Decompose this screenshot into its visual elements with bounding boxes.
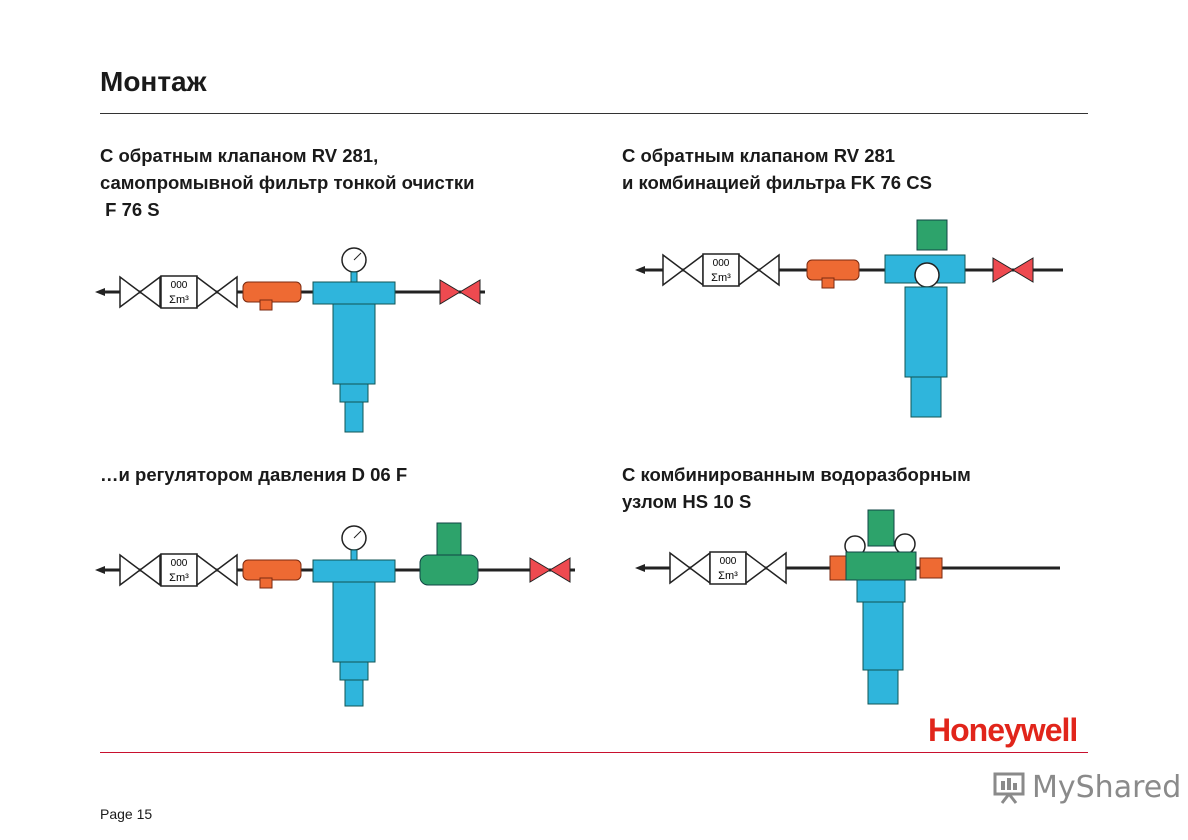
caption-top-left: С обратным клапаном RV 281, самопромывно…: [100, 142, 475, 223]
title-divider: [100, 113, 1088, 114]
caption-line: F 76 S: [100, 199, 160, 220]
caption-bottom-left: …и регулятором давления D 06 F: [100, 461, 407, 488]
water-meter-icon: 000 Σm³: [160, 553, 198, 587]
shutoff-valve-icon: [439, 279, 461, 305]
caption-line: и комбинацией фильтра FK 76 CS: [622, 172, 932, 193]
combined-unit-icon: [829, 509, 943, 705]
caption-line: узлом HS 10 S: [622, 491, 752, 512]
caption-line: С комбинированным водоразборным: [622, 464, 971, 485]
caption-line: С обратным клапаном RV 281,: [100, 145, 379, 166]
filter-combination-icon: [884, 219, 966, 418]
pressure-gauge-icon: [894, 533, 916, 555]
page-number: Page 15: [100, 806, 153, 822]
installation-diagram-d06f: 000 Σm³: [95, 522, 575, 707]
filter-icon: [312, 525, 396, 707]
watermark-text: MyShared: [1032, 770, 1182, 805]
pressure-regulator-icon: [419, 522, 479, 586]
svg-text:Σm³: Σm³: [169, 572, 189, 584]
shutoff-valve-icon: [119, 275, 142, 309]
pressure-gauge-icon: [914, 262, 940, 288]
water-meter-icon: 000 Σm³: [160, 275, 198, 309]
water-meter-icon: 000 Σm³: [702, 253, 740, 287]
shutoff-valve-icon: [119, 553, 142, 587]
shutoff-valve-icon: [669, 551, 692, 585]
svg-text:Σm³: Σm³: [169, 294, 189, 306]
caption-line: самопромывной фильтр тонкой очистки: [100, 172, 475, 193]
shutoff-valve-icon: [662, 253, 685, 287]
svg-text:000: 000: [720, 556, 737, 567]
installation-diagram-hs10s: 000 Σm³: [635, 509, 1060, 705]
svg-text:Σm³: Σm³: [711, 272, 731, 284]
svg-text:Σm³: Σm³: [718, 570, 738, 582]
caption-line: С обратным клапаном RV 281: [622, 145, 896, 166]
shutoff-valve-icon: [529, 557, 551, 583]
installation-diagram-f76s: 000 Σm³: [95, 247, 485, 433]
installation-diagram-fk76cs: 000 Σm³: [635, 219, 1063, 418]
filter-icon: [312, 247, 396, 433]
check-valve-icon: [806, 259, 860, 289]
page-title: Монтаж: [100, 66, 207, 97]
footer-divider: [100, 752, 1088, 753]
svg-text:000: 000: [171, 558, 188, 569]
caption-bottom-right: С комбинированным водоразборным узлом HS…: [622, 461, 971, 515]
presentation-icon: [993, 772, 1025, 804]
svg-text:000: 000: [171, 280, 188, 291]
watermark: MyShared: [992, 770, 1181, 805]
shutoff-valve-icon: [992, 257, 1014, 283]
caption-line: …и регулятором давления D 06 F: [100, 464, 408, 485]
water-meter-icon: 000 Σm³: [709, 551, 747, 585]
caption-top-right: С обратным клапаном RV 281 и комбинацией…: [622, 142, 932, 196]
honeywell-logo: Honeywell: [928, 712, 1078, 748]
svg-text:000: 000: [713, 258, 730, 269]
check-valve-icon: [242, 281, 302, 311]
check-valve-icon: [242, 559, 302, 589]
